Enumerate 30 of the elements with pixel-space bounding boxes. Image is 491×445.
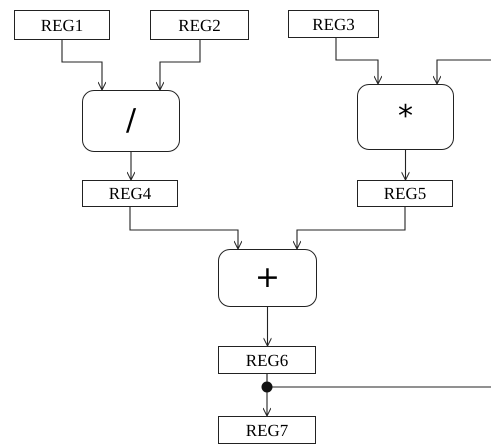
register-box [288,10,379,38]
operator-box [82,90,180,152]
operator-symbol: / [126,106,136,136]
arrow [126,152,136,180]
arrow [61,40,106,90]
register-label: REG3 [312,16,355,32]
register-box [150,10,249,40]
arrow [335,38,382,84]
register-label: REG5 [384,185,426,202]
register-box [357,180,453,207]
operator-box [218,249,317,307]
register-label: REG4 [108,185,152,202]
register-label: REG1 [40,16,84,34]
operator-symbol: + [254,263,280,293]
operator-symbol: * [398,102,413,132]
arrow [263,307,272,346]
register-label: REG2 [178,16,221,34]
arrow [401,150,410,180]
arrow [129,207,242,250]
operator-box [357,84,454,150]
register-label: REG6 [246,352,288,368]
register-box [218,346,316,374]
register-box [218,416,316,444]
arrow [432,59,491,84]
register-box [14,10,110,40]
arrow [292,207,406,250]
register-box [82,180,178,207]
arrow [156,40,201,90]
connector-line [266,374,491,388]
register-label: REG7 [246,422,288,438]
